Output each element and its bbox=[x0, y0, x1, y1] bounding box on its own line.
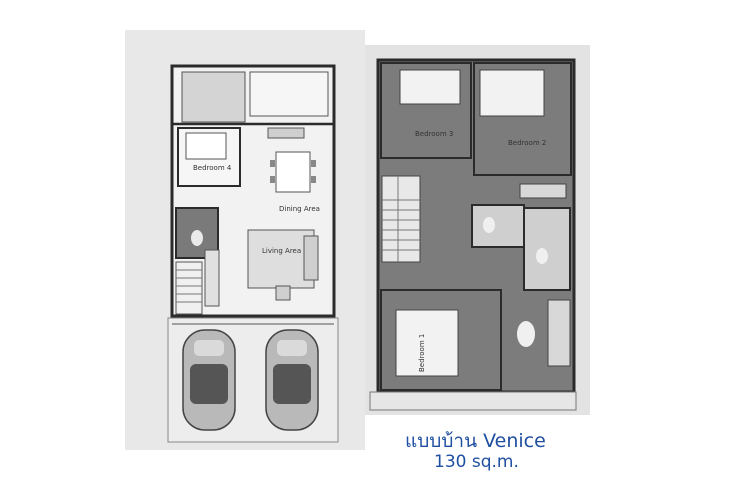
bedroom-4-bed bbox=[185, 132, 227, 160]
dining-area-label: Dining Area bbox=[279, 205, 320, 213]
wardrobe bbox=[519, 183, 567, 199]
bathtub bbox=[517, 321, 535, 347]
bedroom-1-label: Bedroom 1 bbox=[418, 334, 426, 372]
balcony bbox=[369, 391, 577, 411]
bedroom-2-label: Bedroom 2 bbox=[508, 139, 546, 147]
kitchen-counter bbox=[267, 127, 305, 139]
upper-floor-plan: Bedroom 3 Bedroom 2 Bedroom 1 bbox=[369, 58, 577, 411]
car-left bbox=[182, 329, 236, 431]
ground-floor-plan: Bedroom 4 Dining Area Living Area bbox=[167, 64, 339, 443]
armchair bbox=[275, 285, 291, 301]
bedroom-3-bed bbox=[399, 69, 461, 105]
house-area: 130 sq.m. bbox=[434, 452, 519, 472]
upper-stairs bbox=[381, 175, 421, 263]
bedroom-1-bed bbox=[395, 309, 459, 377]
house-model-title: แบบบ้าน Venice bbox=[405, 430, 546, 452]
bedroom-3-label: Bedroom 3 bbox=[415, 130, 453, 138]
ground-stairs bbox=[175, 249, 220, 315]
walk-in-closet bbox=[547, 299, 571, 367]
dining-table bbox=[275, 151, 311, 193]
terrace-area bbox=[249, 71, 329, 117]
upper-bathroom-1 bbox=[471, 204, 525, 248]
upper-bathroom-2 bbox=[523, 207, 571, 291]
car-right bbox=[265, 329, 319, 431]
toilet bbox=[191, 230, 203, 246]
bedroom-4-label: Bedroom 4 bbox=[193, 164, 232, 172]
sofa bbox=[303, 235, 319, 281]
living-area-label: Living Area bbox=[262, 247, 301, 255]
bedroom-2-bed bbox=[479, 69, 545, 117]
kitchen-area bbox=[181, 71, 246, 123]
